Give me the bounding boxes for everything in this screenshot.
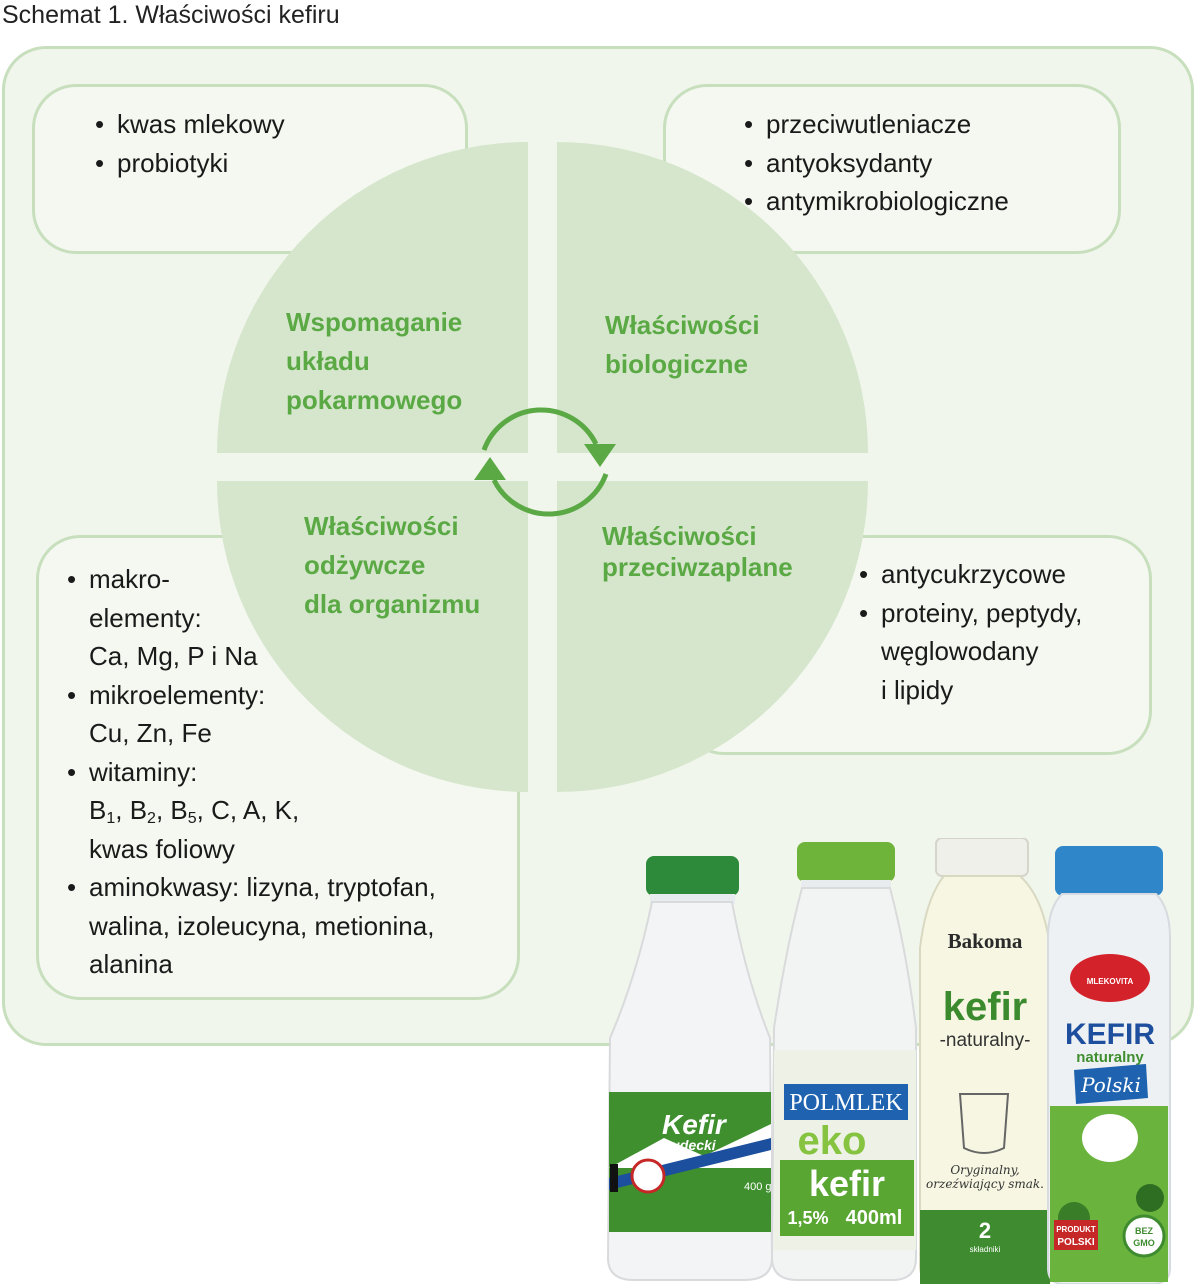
svg-text:POLMLEK: POLMLEK (789, 1090, 903, 1116)
list-line: Cu, Zn, Fe (89, 718, 212, 748)
svg-text:Bakoma: Bakoma (948, 929, 1023, 953)
list-item: antyoksydanty (744, 144, 1009, 183)
svg-text:GMO: GMO (1133, 1238, 1155, 1248)
svg-text:POLSKI: POLSKI (1057, 1237, 1094, 1248)
svg-text:400 g: 400 g (744, 1181, 772, 1193)
list-line: i lipidy (881, 674, 954, 705)
svg-text:eko: eko (798, 1119, 867, 1163)
vitamin-b-line: B1, B2, B5, C, A, K, (89, 795, 300, 827)
svg-text:PRODUKT: PRODUKT (1056, 1225, 1096, 1234)
svg-text:MLEKOVITA: MLEKOVITA (1087, 977, 1134, 986)
svg-text:1,5%: 1,5% (787, 1208, 828, 1228)
list-line: elementy: (89, 602, 202, 633)
list-line: makro- (89, 564, 170, 594)
quadrant-label-anti-inflammatory: Właściwości przeciwzaplane (602, 521, 793, 582)
cycle-arrows-icon (474, 407, 616, 517)
svg-text:kefir: kefir (943, 985, 1028, 1029)
list-item-vitamins: witaminy: B1, B2, B5, C, A, K, kwas foli… (67, 753, 436, 869)
list-line: aminokwasy: lizyna, tryptofan, (89, 872, 436, 902)
figure-caption: Schemat 1. Właściwości kefiru (2, 1, 340, 29)
quadrant-label-biological: Właściwości biologiczne (605, 310, 760, 379)
svg-text:BEZ: BEZ (1135, 1226, 1154, 1236)
list-item: przeciwutleniacze (744, 105, 1009, 144)
list-item-amino: aminokwasy: lizyna, tryptofan, walina, i… (67, 868, 436, 984)
svg-text:Polski: Polski (1080, 1073, 1141, 1097)
bottle-mlekovita-kefir: MLEKOVITA KEFIR naturalny Polski PRODUKT… (1047, 846, 1171, 1284)
list-item: antymikrobiologiczne (744, 182, 1009, 221)
svg-text:400ml: 400ml (846, 1207, 903, 1229)
kefir-bottles-image: Kefir Sudecki 400 g POLMLEK eko kefir 1,… (606, 838, 1171, 1284)
list-item-micro: mikroelementy: Cu, Zn, Fe (67, 676, 436, 753)
list-line: proteiny, peptydy, (881, 597, 1083, 628)
list-line: mikroelementy: (89, 679, 266, 710)
svg-text:orzeźwiający smak.: orzeźwiający smak. (926, 1177, 1044, 1191)
quadrant-label-digestive: Wspomaganie układu pokarmowego (286, 307, 463, 415)
list-line: Ca, Mg, P i Na (89, 641, 258, 671)
box-digestive-items: kwas mlekowy probiotyki (32, 84, 468, 254)
svg-text:KEFIR: KEFIR (1065, 1018, 1155, 1051)
list-line: witaminy: (89, 756, 198, 787)
list-item-macro: makro- elementy: Ca, Mg, P i Na (67, 560, 436, 676)
list-item: proteiny, peptydy, węglowodany i lipidy (859, 594, 1082, 710)
svg-text:Sudecki: Sudecki (662, 1137, 717, 1153)
bottle-bakoma-kefir: Bakoma kefir -naturalny- Oryginalny, orz… (919, 838, 1051, 1284)
svg-text:Oryginalny,: Oryginalny, (950, 1163, 1019, 1177)
list-line: kwas foliowy (89, 833, 235, 864)
svg-text:2: 2 (979, 1218, 991, 1243)
bottle-kefir-sudecki: Kefir Sudecki 400 g (606, 856, 774, 1281)
quadrant-label-nutritional: Właściwości odżywcze dla organizmu (304, 511, 481, 619)
list-item: antycukrzycowe (859, 555, 1082, 594)
list-item: kwas mlekowy (95, 105, 285, 144)
bottle-polmlek-eko-kefir: POLMLEK eko kefir 1,5% 400ml (770, 842, 917, 1281)
svg-text:kefir: kefir (809, 1163, 885, 1204)
list-line: walina, izoleucyna, metionina, (89, 910, 435, 941)
svg-text:składniki: składniki (970, 1245, 1001, 1254)
list-item: probiotyki (95, 144, 285, 183)
bottle-brand-text: Kefir (662, 1109, 728, 1140)
svg-text:naturalny: naturalny (1076, 1049, 1144, 1066)
svg-text:-naturalny-: -naturalny- (940, 1030, 1031, 1051)
list-line: alanina (89, 949, 173, 979)
list-line: węglowodany (881, 636, 1039, 666)
